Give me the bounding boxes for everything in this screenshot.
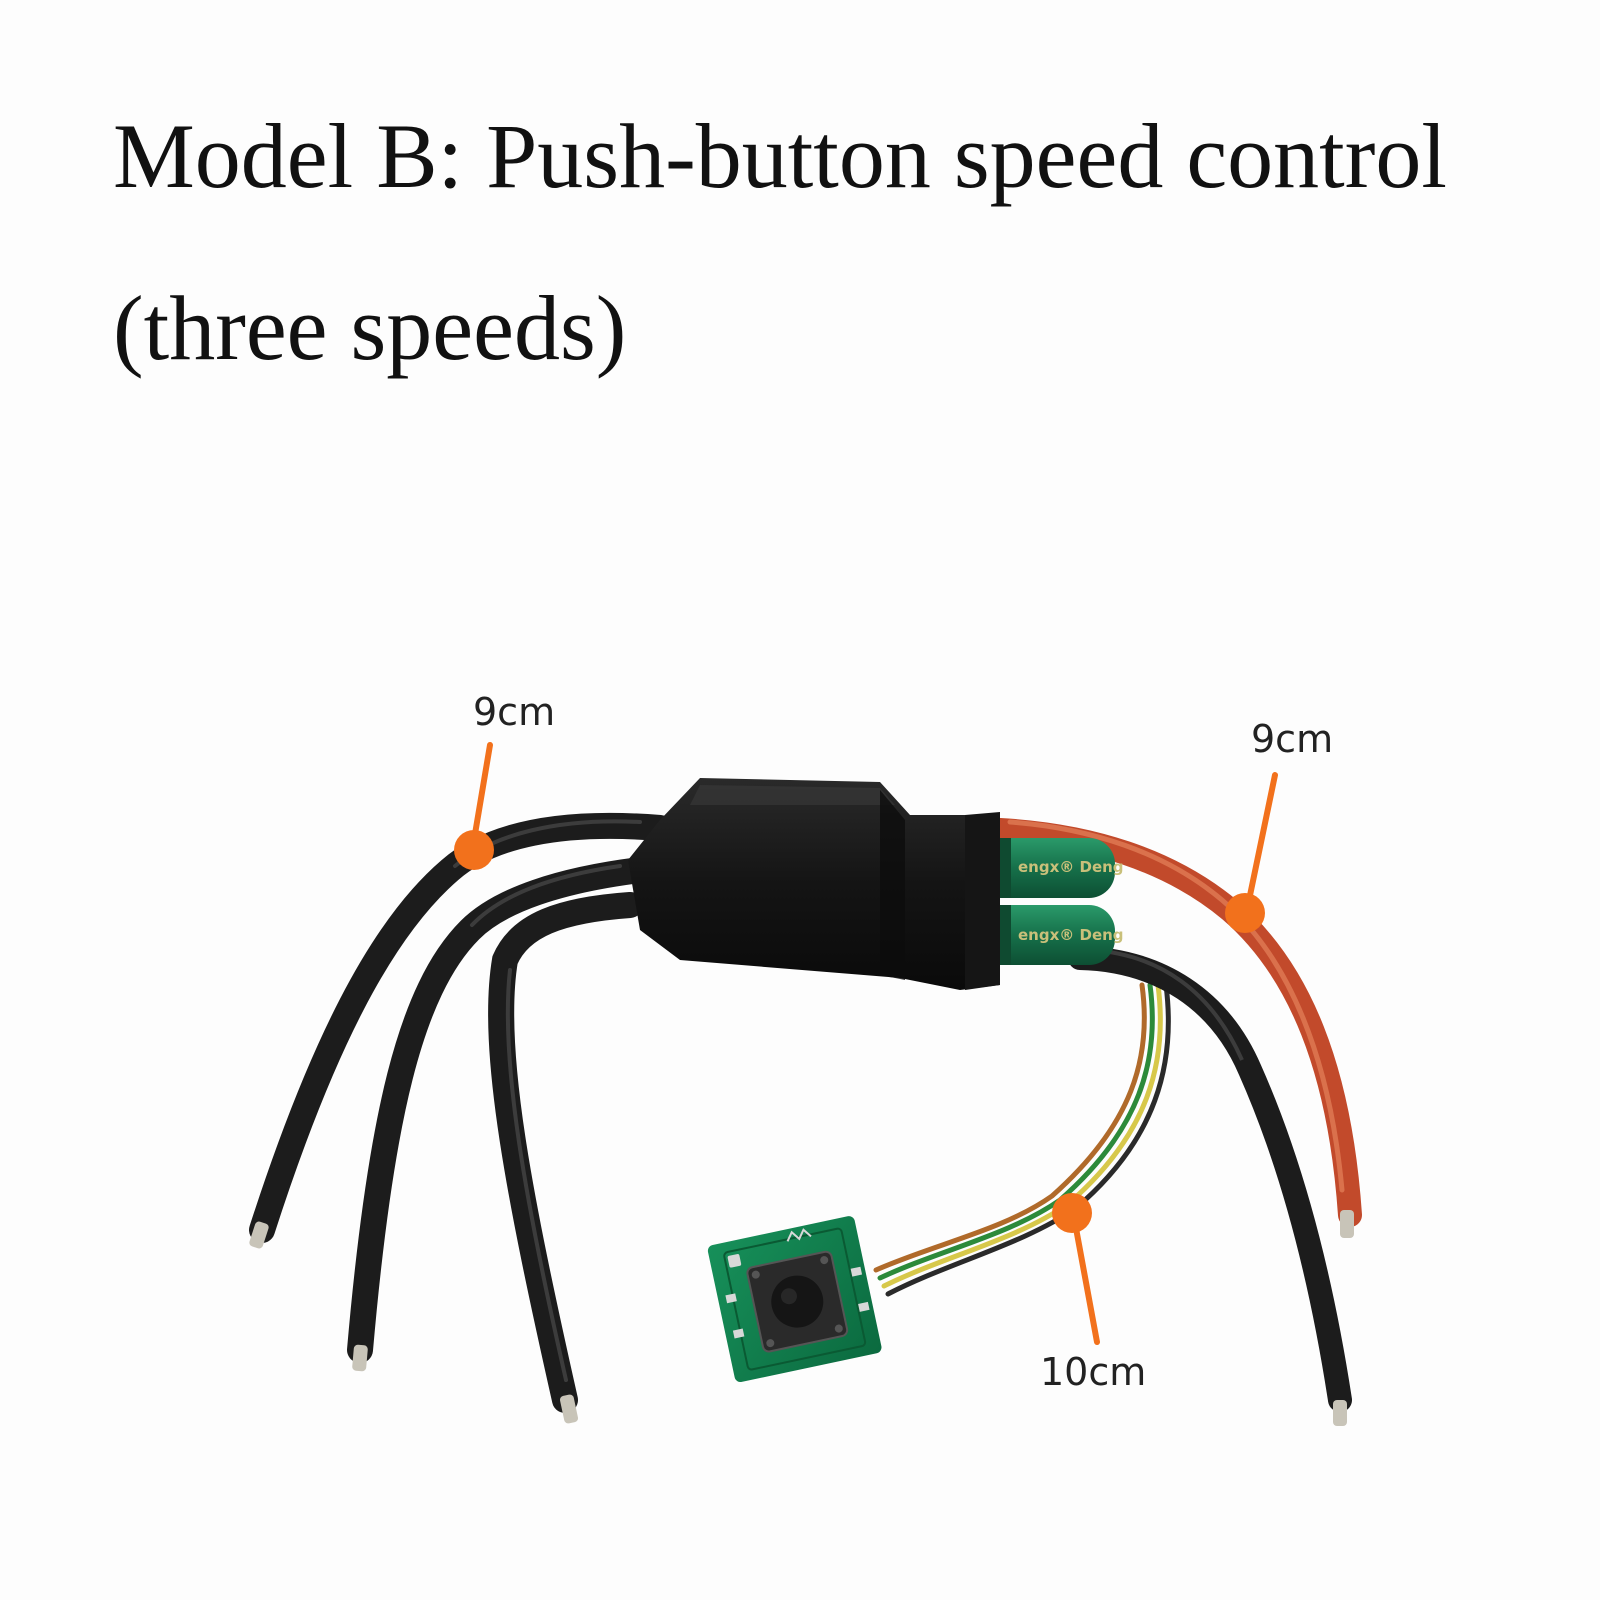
capacitor-label-bottom: engx® Deng xyxy=(1018,926,1124,944)
push-button-icon xyxy=(771,1275,824,1328)
title-line-1: Model B: Push-button speed control xyxy=(113,105,1447,207)
black-power-wire xyxy=(1068,946,1352,1412)
capacitors: engx® Deng engx® Deng xyxy=(985,838,1124,965)
marker-left xyxy=(454,830,494,870)
push-button-board xyxy=(707,1216,882,1383)
capacitor-label-top: engx® Deng xyxy=(1018,858,1124,876)
dim-label-left: 9cm xyxy=(473,690,555,734)
esc-body xyxy=(628,778,1000,990)
dim-label-right: 9cm xyxy=(1251,717,1333,761)
signal-wires xyxy=(873,982,1171,1297)
marker-right xyxy=(1225,893,1265,933)
title-line-2: (three speeds) xyxy=(113,277,627,379)
marker-button xyxy=(1052,1193,1092,1233)
wire-tip-black xyxy=(1333,1400,1347,1426)
motor-wires xyxy=(249,812,673,1413)
dimension-markers xyxy=(454,742,1278,1345)
wire-tips-left xyxy=(249,1221,579,1424)
dim-label-button: 10cm xyxy=(1040,1350,1146,1394)
wire-tip-red xyxy=(1340,1210,1354,1238)
